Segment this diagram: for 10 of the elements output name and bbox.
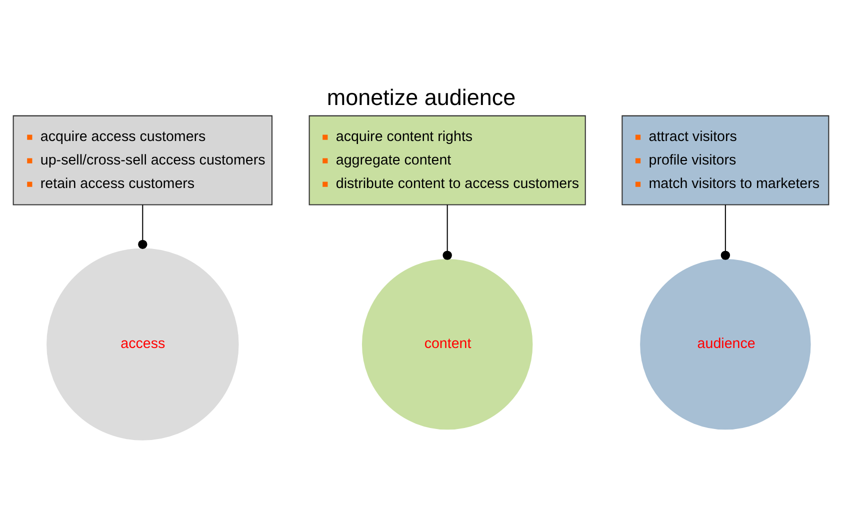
connector: [720, 204, 730, 260]
node-box: acquire access customers up-sell/cross-sell access customers retain access customers: [12, 114, 272, 205]
node-box: acquire content rights aggregate content distribute content to access customers: [308, 114, 586, 205]
connector: [442, 204, 452, 260]
diagram-title: monetize audience: [326, 84, 516, 110]
node-circle: audience: [640, 258, 810, 430]
node-circle: access: [46, 248, 238, 440]
node-circle: content: [361, 258, 532, 430]
node-box: attract visitors profile visitors match visitors to marketers: [621, 114, 829, 205]
connector: [138, 204, 147, 249]
